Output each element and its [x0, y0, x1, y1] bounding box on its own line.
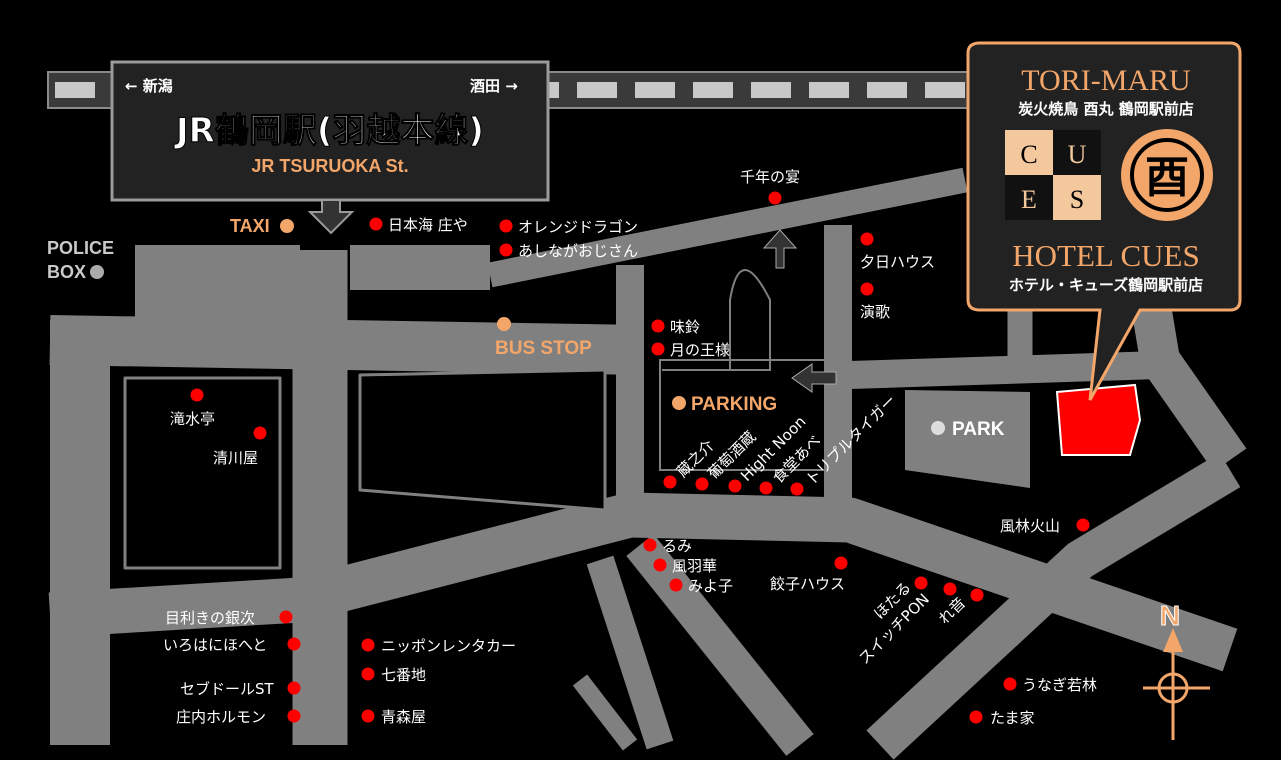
- compass-icon: N: [1143, 600, 1210, 740]
- arrow-left-icon: [791, 363, 837, 393]
- north-label: N: [1160, 600, 1180, 631]
- svg-text:千年の宴: 千年の宴: [740, 168, 800, 186]
- hotel-building[interactable]: [1055, 383, 1142, 456]
- shop-gyouza[interactable]: 餃子ハウス: [770, 556, 848, 594]
- svg-text:味鈴: 味鈴: [670, 318, 700, 336]
- arrow-down-icon: [307, 199, 355, 235]
- shop-reine[interactable]: れ音: [935, 588, 984, 628]
- shop-orange[interactable]: オレンジドラゴン: [499, 218, 639, 236]
- shop-enka[interactable]: 演歌: [860, 282, 890, 322]
- svg-text:みよ子: みよ子: [688, 577, 733, 595]
- hotel-brand: TORI-MARU: [1021, 64, 1191, 97]
- svg-text:滝水亭: 滝水亭: [170, 410, 215, 428]
- shop-miyoko[interactable]: みよ子: [669, 577, 734, 595]
- svg-text:セブドールST: セブドールST: [180, 680, 275, 698]
- hotel-name-ja: ホテル・キューズ鶴岡駅前店: [1009, 276, 1203, 294]
- shop-mekiki[interactable]: 目利きの銀次: [165, 609, 293, 627]
- svg-text:日本海 庄や: 日本海 庄や: [388, 216, 468, 234]
- svg-text:うなぎ若林: うなぎ若林: [1022, 676, 1097, 694]
- police-label: POLICE: [47, 238, 114, 258]
- roads: [48, 167, 1247, 760]
- svg-text:庄内ホルモン: 庄内ホルモン: [176, 708, 266, 726]
- bus-stop-label: BUS STOP: [495, 338, 592, 359]
- shop-iroha[interactable]: いろはにほへと: [163, 636, 301, 654]
- shop-tama[interactable]: たま家: [969, 709, 1035, 727]
- park-label: PARK: [952, 419, 1005, 440]
- shop-seven[interactable]: セブドールST: [180, 680, 301, 698]
- shop-misuzu[interactable]: 味鈴: [651, 318, 701, 336]
- shop-takimizu[interactable]: 滝水亭: [170, 388, 215, 429]
- shop-rumi[interactable]: るみ: [643, 537, 693, 555]
- direction-niigata: ← 新潟: [125, 77, 173, 95]
- svg-text:あしながおじさん: あしながおじさん: [518, 242, 638, 260]
- parking-icon: [672, 396, 686, 410]
- taxi-icon: [280, 219, 294, 233]
- svg-text:るみ: るみ: [662, 537, 692, 555]
- shop-nihonkai[interactable]: 日本海 庄や: [369, 216, 468, 234]
- svg-text:演歌: 演歌: [860, 303, 890, 321]
- svg-text:たま家: たま家: [990, 709, 1035, 727]
- hotel-sub: 炭火焼鳥 酉丸 鶴岡駅前店: [1018, 100, 1193, 118]
- shop-nanaban[interactable]: 七番地: [361, 666, 427, 684]
- shop-tsuki[interactable]: 月の王様: [651, 341, 731, 359]
- svg-text:目利きの銀次: 目利きの銀次: [165, 609, 255, 627]
- shop-aomori[interactable]: 青森屋: [361, 708, 427, 726]
- seal-logo: 酉: [1145, 152, 1189, 203]
- police-icon: [90, 265, 104, 279]
- svg-text:オレンジドラゴン: オレンジドラゴン: [518, 218, 638, 236]
- shop-chitose[interactable]: 千年の宴: [740, 168, 800, 205]
- bus-stop-icon: [497, 317, 511, 331]
- svg-text:餃子ハウス: 餃子ハウス: [770, 575, 845, 593]
- station-sign[interactable]: ← 新潟 酒田 → JR鶴岡駅(羽越本線) JR TSURUOKA St.: [110, 60, 550, 235]
- svg-text:風羽華: 風羽華: [672, 557, 717, 575]
- station-name-en: JR TSURUOKA St.: [251, 156, 408, 176]
- svg-text:れ音: れ音: [935, 594, 969, 628]
- shop-fuurin[interactable]: 風林火山: [1000, 517, 1090, 535]
- shop-unagi[interactable]: うなぎ若林: [1003, 676, 1098, 694]
- shop-kiyokawa[interactable]: 清川屋: [213, 426, 267, 468]
- svg-text:風林火山: 風林火山: [1000, 517, 1060, 535]
- svg-text:月の王様: 月の王様: [670, 341, 730, 359]
- svg-text:夕日ハウス: 夕日ハウス: [860, 253, 935, 271]
- shop-nippon[interactable]: ニッポンレンタカー: [361, 637, 517, 655]
- direction-sakata: 酒田 →: [470, 77, 518, 95]
- shop-yuuhi[interactable]: 夕日ハウス: [860, 232, 935, 272]
- logo-e: E: [1021, 185, 1037, 214]
- logo-u: U: [1068, 140, 1087, 169]
- police-label-2: BOX: [47, 262, 86, 282]
- shop-shounai[interactable]: 庄内ホルモン: [176, 708, 301, 726]
- shop-fuuuka[interactable]: 風羽華: [653, 557, 718, 575]
- svg-text:清川屋: 清川屋: [213, 449, 258, 467]
- svg-text:いろはにほへと: いろはにほへと: [163, 636, 267, 654]
- svg-text:ニッポンレンタカー: ニッポンレンタカー: [381, 637, 516, 655]
- parking-label: PARKING: [691, 394, 777, 415]
- svg-text:青森屋: 青森屋: [381, 708, 426, 726]
- logo-c: C: [1020, 140, 1037, 169]
- svg-text:七番地: 七番地: [381, 666, 426, 684]
- shop-kuranosuke[interactable]: 蔵之介: [663, 436, 718, 489]
- arrow-up-icon: [762, 229, 798, 269]
- hotel-name: HOTEL CUES: [1012, 238, 1199, 273]
- station-name: JR鶴岡駅(羽越本線): [174, 111, 484, 151]
- logo-s: S: [1070, 185, 1084, 214]
- parking-lot: [662, 269, 771, 371]
- park-icon: [931, 421, 945, 435]
- parking-area: [659, 359, 826, 471]
- hotel-callout[interactable]: TORI-MARU 炭火焼鳥 酉丸 鶴岡駅前店 C U E S 酉 HOTEL …: [966, 41, 1242, 401]
- taxi-label: TAXI: [230, 216, 270, 236]
- shop-ashinaga[interactable]: あしながおじさん: [499, 242, 639, 260]
